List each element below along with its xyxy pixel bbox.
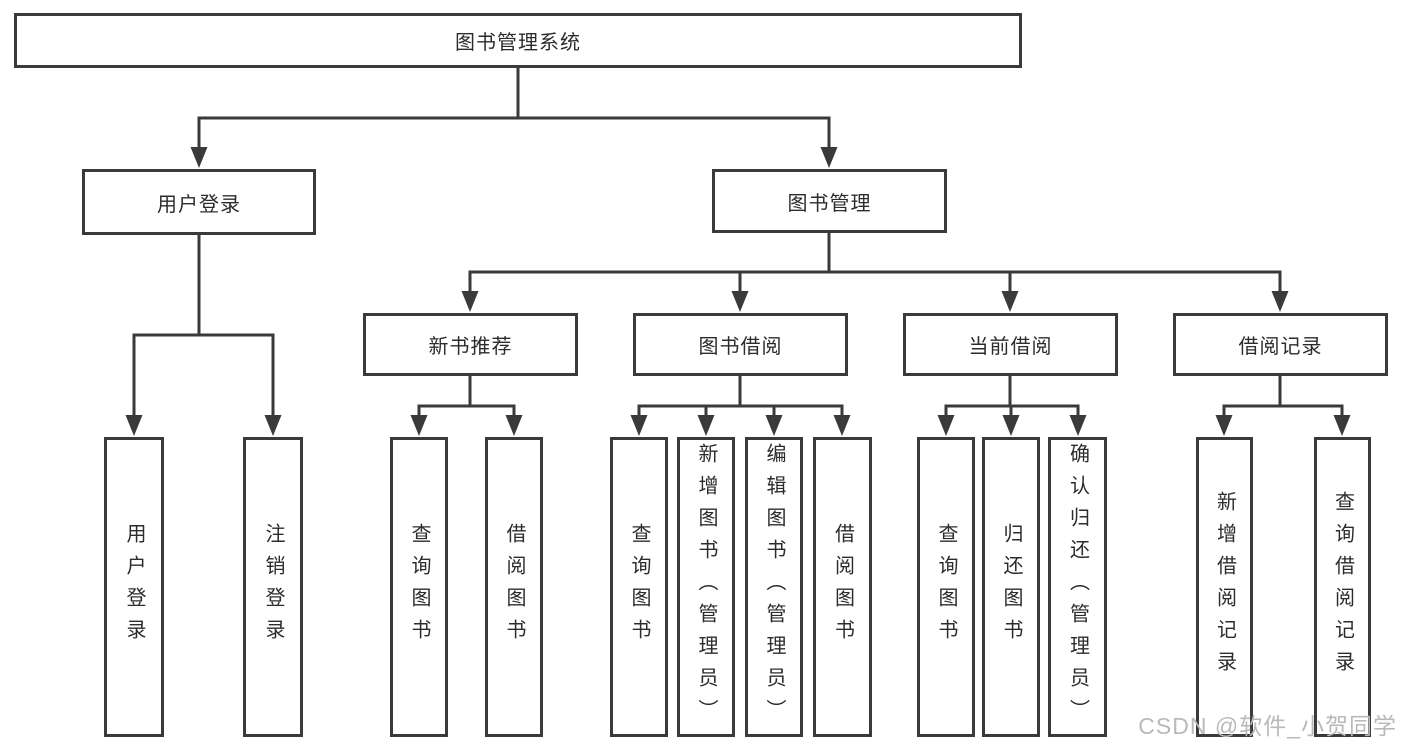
node-label: 归还图书 xyxy=(1000,523,1022,651)
leaf-recommend-borrow-books: 借阅图书 xyxy=(485,437,543,737)
node-label: 图书借阅 xyxy=(698,336,783,358)
csdn-watermark: CSDN @软件_小贺同学 xyxy=(1138,713,1397,739)
node-book-borrowing: 图书借阅 xyxy=(633,313,848,376)
leaf-confirm-return-admin: 确认归还（管理员） xyxy=(1048,437,1107,737)
leaf-add-books-admin: 新增图书（管理员） xyxy=(677,437,735,737)
node-label: 查询图书 xyxy=(408,523,430,651)
node-label: 借阅图书 xyxy=(503,523,525,651)
node-book-management: 图书管理 xyxy=(712,169,947,233)
node-label: 图书管理系统 xyxy=(455,32,581,54)
leaf-logout: 注销登录 xyxy=(243,437,303,737)
node-label: 确认归还（管理员） xyxy=(1066,443,1089,731)
node-label: 用户登录 xyxy=(123,523,145,651)
node-current-borrowing: 当前借阅 xyxy=(903,313,1118,376)
node-label: 查询图书 xyxy=(628,523,650,651)
node-label: 注销登录 xyxy=(262,523,284,651)
node-label: 图书管理 xyxy=(787,192,872,215)
leaf-borrow-books: 借阅图书 xyxy=(813,437,872,737)
node-label: 借阅图书 xyxy=(831,523,854,651)
leaf-add-borrow-record: 新增借阅记录 xyxy=(1196,437,1253,737)
leaf-return-books: 归还图书 xyxy=(982,437,1040,737)
node-label: 当前借阅 xyxy=(968,336,1053,358)
node-label: 新书推荐 xyxy=(428,336,513,358)
node-label: 查询图书 xyxy=(935,523,957,651)
leaf-edit-books-admin: 编辑图书（管理员） xyxy=(745,437,803,737)
node-label: 新增图书（管理员） xyxy=(695,443,717,731)
leaf-recommend-query-books: 查询图书 xyxy=(390,437,448,737)
node-label: 编辑图书（管理员） xyxy=(763,443,785,731)
node-label: 用户登录 xyxy=(157,193,241,216)
leaf-user-login: 用户登录 xyxy=(104,437,164,737)
node-borrowing-records: 借阅记录 xyxy=(1173,313,1388,376)
node-user-login: 用户登录 xyxy=(82,169,316,235)
node-library-management-system: 图书管理系统 xyxy=(14,13,1022,68)
leaf-current-query-books: 查询图书 xyxy=(917,437,975,737)
connector-stems xyxy=(132,66,1344,417)
node-label: 借阅记录 xyxy=(1238,336,1323,358)
arrowhead-icons xyxy=(125,147,1351,436)
leaf-borrowing-query-books: 查询图书 xyxy=(610,437,668,737)
node-label: 查询借阅记录 xyxy=(1331,491,1354,683)
node-label: 新增借阅记录 xyxy=(1213,491,1236,683)
node-new-book-recommendation: 新书推荐 xyxy=(363,313,578,376)
leaf-query-borrow-record: 查询借阅记录 xyxy=(1314,437,1371,737)
